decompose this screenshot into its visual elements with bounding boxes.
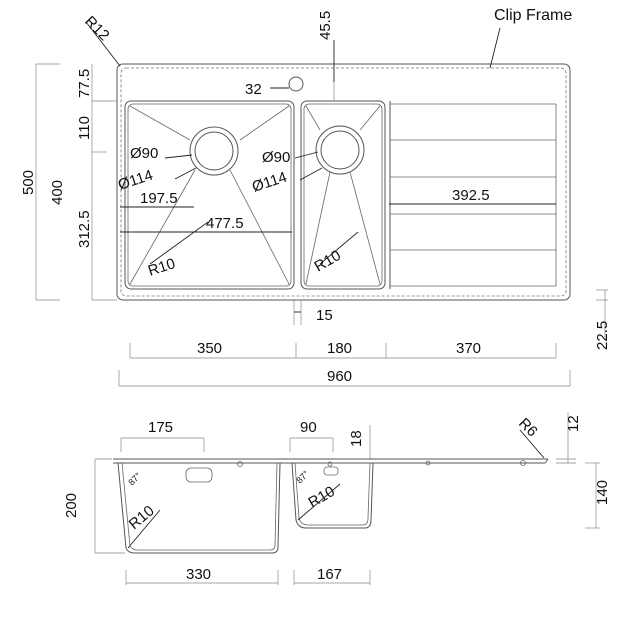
dim-330: 330 [186,566,211,583]
left-waste-fitting [185,467,213,483]
dim-77-5: 77.5 [76,69,93,98]
dim-312-5: 312.5 [76,210,93,248]
dim-400: 400 [49,180,66,205]
dim-r12: R12 [81,13,112,44]
dim-r6: R6 [515,415,541,441]
dim-140: 140 [594,480,611,505]
right-waste-fitting [323,466,339,476]
dim-15: 15 [316,307,333,324]
dim-r10-plan-left: R10 [146,255,177,280]
dim-r10-section-right: R10 [306,483,338,511]
right-drain-outer [315,125,365,175]
dim-960: 960 [327,368,352,385]
dim-500: 500 [20,170,37,195]
dim-phi90-right: Ø90 [262,149,290,166]
dim-197-5: 197.5 [140,190,178,207]
left-bowl [124,100,295,290]
section-view: 175 90 18 R6 12 200 87° 87° R10 R10 140 … [63,412,611,585]
dim-392-5: 392.5 [452,187,490,204]
dim-22-5: 22.5 [594,321,611,350]
left-bowl-inner [127,103,292,287]
dim-90: 90 [300,419,317,436]
plan-view: Clip Frame R12 45.5 32 77.5 110 500 400 … [20,7,611,387]
dim-r10-plan-right: R10 [312,247,344,275]
dim-180: 180 [327,340,352,357]
dim-32: 32 [245,81,262,98]
dim-phi90-left: Ø90 [130,145,158,162]
dim-18: 18 [348,430,365,447]
dim-167: 167 [317,566,342,583]
angle-87-right: 87° [294,468,311,485]
drainer-board [389,101,557,289]
sink-outline [116,63,571,301]
dim-phi114-right: Ø114 [250,169,289,196]
right-drain-inner [320,130,360,170]
dim-12: 12 [565,415,582,432]
dim-175: 175 [148,419,173,436]
right-bowl-section [291,462,374,529]
right-bowl-inner [303,103,383,287]
left-bowl-section [117,462,281,554]
dim-200: 200 [63,493,80,518]
clip-frame-label: Clip Frame [494,7,572,24]
clip-frame-outline [120,67,567,297]
dim-370: 370 [456,340,481,357]
left-drain-inner [194,131,234,171]
left-drain-outer [189,126,239,176]
dim-477-5: 477.5 [206,215,244,232]
dim-r10-section-left: R10 [126,502,158,533]
dim-45-5: 45.5 [317,11,334,40]
dim-350: 350 [197,340,222,357]
tap-hole [288,76,304,92]
right-bowl [300,100,386,290]
angle-87-left: 87° [126,470,143,487]
dim-110: 110 [76,116,93,140]
